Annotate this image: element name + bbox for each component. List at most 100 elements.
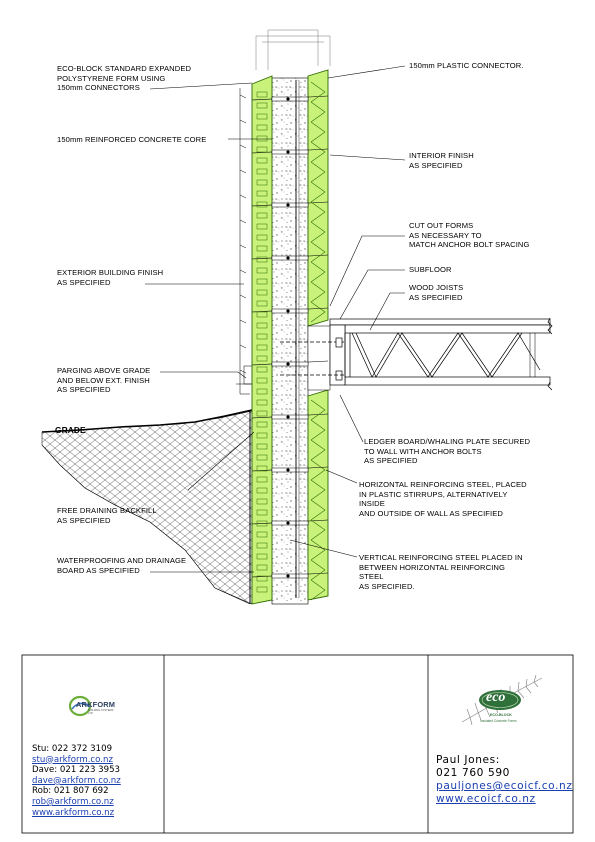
label-line: 150mm REINFORCED CONCRETE CORE [57, 135, 207, 144]
label-line: AS SPECIFIED. [359, 581, 415, 591]
backfill-soil [41, 409, 253, 605]
foam-tooth [256, 564, 268, 571]
label-line: AND OUTSIDE OF WALL AS SPECIFIED [359, 508, 503, 518]
eco-logo-text: eco [486, 690, 506, 705]
horizontal-rebar [286, 309, 290, 313]
contact-phone: Rob: 021 807 692 [32, 786, 109, 797]
horizontal-rebar [286, 256, 290, 260]
label-line: BOARD AS SPECIFIED [57, 565, 140, 575]
icf-wall [249, 69, 331, 605]
label-line: CUT OUT FORMS [409, 221, 474, 230]
eco-logo-icon [479, 690, 521, 710]
foam-tooth [256, 465, 268, 472]
foam-tooth [256, 91, 268, 98]
label-line: WOOD JOISTS [409, 283, 464, 292]
foam-tooth [256, 256, 268, 263]
foam-tooth [256, 388, 268, 395]
label-subfloor: SUBFLOOR [409, 265, 452, 275]
horizontal-rebar [286, 415, 290, 419]
label-line: SUBFLOOR [409, 265, 452, 274]
label-line: AS NECESSARY TO [409, 230, 482, 240]
foam-tooth [256, 245, 268, 252]
contact-link[interactable]: dave@arkform.co.nz [32, 775, 121, 786]
label-line: LEDGER BOARD/WHALING PLATE SECURED [364, 437, 531, 446]
foam-tooth [256, 223, 268, 230]
foam-tooth [256, 476, 268, 483]
horizontal-rebar [286, 97, 290, 101]
horizontal-rebar [286, 574, 290, 578]
rep-email-link[interactable]: pauljones@ecoicf.co.nz [436, 780, 573, 792]
label-line: INTERIOR FINISH [409, 151, 474, 160]
contact-link[interactable]: rob@arkform.co.nz [32, 796, 114, 807]
plastic-connector [271, 520, 309, 526]
foam-tooth [256, 201, 268, 208]
floor-system [329, 317, 553, 391]
arkform-logo-text: ARKFORM [76, 700, 116, 709]
eco-logo-subtext-2: Insulated Concrete Forms [480, 719, 517, 723]
rep-name: Paul Jones: [436, 754, 500, 766]
contact-phone: Dave: 021 223 3953 [32, 765, 121, 776]
exterior-siding [239, 88, 250, 395]
arkform-logo-icon [68, 695, 92, 717]
rep-details: Paul Jones: 021 760 590 pauljones@ecoicf… [436, 754, 573, 806]
foam-tooth [256, 355, 268, 362]
parging [236, 365, 253, 385]
outer-foam-skin [251, 75, 273, 605]
foam-tooth [256, 124, 268, 131]
label-line: 150mm PLASTIC CONNECTOR. [409, 61, 524, 70]
label-line: STEEL [359, 572, 384, 582]
horizontal-rebar [286, 521, 290, 525]
foam-tooth [256, 300, 268, 307]
wall-top-bracing [255, 29, 331, 70]
foam-tooth [256, 498, 268, 505]
label-line: AS SPECIFIED [57, 515, 111, 525]
plastic-connector [271, 308, 309, 314]
horizontal-rebar [286, 468, 290, 472]
leader-lines [145, 65, 406, 573]
label-line: AS SPECIFIED [57, 277, 111, 287]
foam-tooth [256, 278, 268, 285]
foam-tooth [256, 179, 268, 186]
foam-tooth [256, 586, 268, 593]
contact-link[interactable]: stu@arkform.co.nz [32, 754, 113, 765]
foam-tooth [256, 190, 268, 197]
foam-tooth [256, 113, 268, 120]
eco-logo-subtext-1: ECO-BLOCK [490, 713, 512, 717]
anchor-bolt [280, 337, 345, 381]
label-grade: GRADE [55, 425, 86, 436]
foam-tooth [256, 333, 268, 340]
foam-tooth [256, 102, 268, 109]
label-line: GRADE [55, 425, 86, 435]
label-line: AS SPECIFIED [409, 160, 463, 170]
label-line: VERTICAL REINFORCING STEEL PLACED IN [359, 553, 523, 562]
label-line: AS SPECIFIED [57, 385, 111, 395]
foam-tooth [256, 443, 268, 450]
foam-tooth [256, 399, 268, 406]
rep-website-link[interactable]: www.ecoicf.co.nz [436, 793, 536, 805]
foam-tooth [256, 157, 268, 164]
plastic-connector [271, 361, 309, 367]
label-line: WATERPROOFING AND DRAINAGE [57, 556, 187, 565]
plastic-connector [271, 414, 309, 420]
cut-out-form [307, 325, 331, 391]
foam-tooth [256, 531, 268, 538]
foam-tooth [256, 366, 268, 373]
foam-tooth [256, 542, 268, 549]
label-line: AS SPECIFIED [364, 456, 418, 466]
foam-tooth [256, 454, 268, 461]
label-line: INSIDE [359, 499, 385, 509]
foam-tooth [256, 146, 268, 153]
contact-phone: Stu: 022 372 3109 [32, 744, 113, 754]
plastic-connector [271, 149, 309, 155]
arkform-logo-subtext: BUILDING SYSTEMS LTD [88, 709, 114, 715]
arkform-logo: ARKFORM BUILDING SYSTEMS LTD [68, 695, 116, 719]
label-line: PARGING ABOVE GRADE [57, 366, 151, 375]
contact-link[interactable]: www.arkform.co.nz [32, 807, 115, 818]
